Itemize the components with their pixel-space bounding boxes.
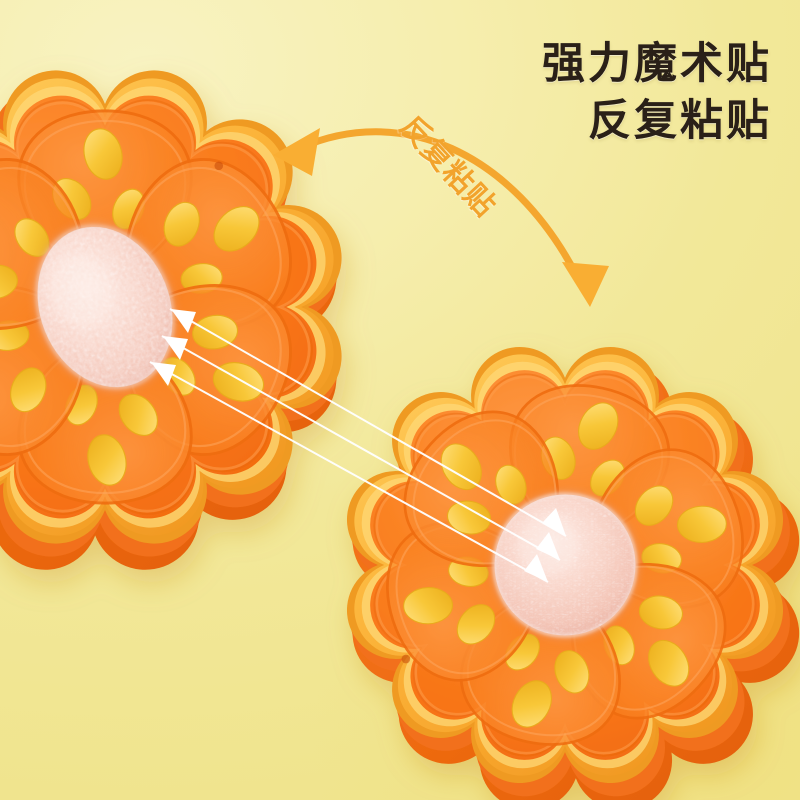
velcro-patch-right <box>490 490 640 640</box>
flower-lid-right <box>330 330 800 800</box>
flower-lid-left <box>0 52 360 570</box>
mold-dot-right <box>401 654 411 664</box>
headline-block: 强力魔术贴 反复粘贴 <box>542 36 772 150</box>
velcro-patch-left <box>33 222 177 392</box>
headline-line-1: 强力魔术贴 <box>542 40 772 88</box>
headline-line-2: 反复粘贴 <box>588 96 772 145</box>
mold-dot-left <box>214 161 224 171</box>
